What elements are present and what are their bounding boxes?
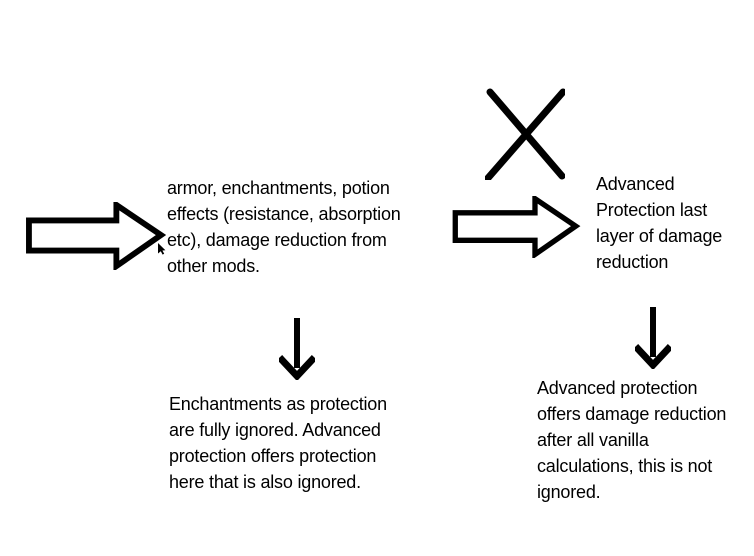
- down-arrow-icon: [279, 318, 315, 380]
- vanilla-result-label: Enchantments as protection are fully ign…: [169, 394, 387, 492]
- x-cross-icon: [485, 88, 565, 180]
- advanced-input-label: Advanced Protection last layer of damage…: [596, 174, 723, 272]
- mouse-cursor-icon: [158, 243, 166, 255]
- vanilla-input-label: armor, enchantments, potion effects (res…: [167, 178, 401, 276]
- hollow-right-arrow-icon: [452, 196, 581, 258]
- down-arrow-icon: [635, 307, 671, 369]
- hollow-right-arrow-icon: [26, 202, 166, 270]
- advanced-result-label: Advanced protection offers damage reduct…: [537, 378, 727, 502]
